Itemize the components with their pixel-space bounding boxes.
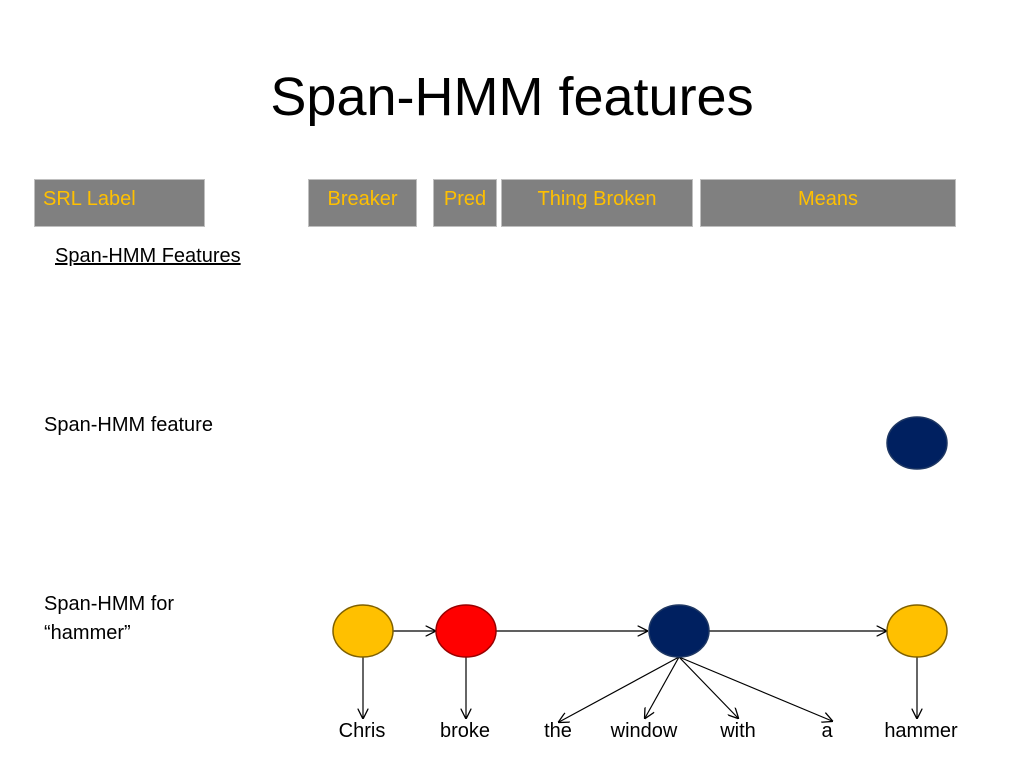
span-hmm-features-link[interactable]: Span-HMM Features [55,245,241,267]
role-box-pred: Pred [433,179,497,227]
edge-emit-with [678,656,738,718]
word-chris: Chris [339,720,386,742]
role-means: Means [797,188,859,210]
node-thing-broken [648,604,710,658]
srl-label-box: SRL Label [34,179,205,227]
role-box-means: Means [700,179,956,227]
hmm-label-line2: “hammer” [44,622,131,644]
edge-emit-the [559,656,680,722]
srl-label-text: SRL Label [43,188,136,210]
hmm-label-line1: Span-HMM for [44,593,175,615]
edge-emit-a [678,656,832,721]
slide-title: Span-HMM features [270,67,754,127]
word-a: a [821,720,833,742]
edge-emit-window [645,656,680,718]
node-means [886,604,948,658]
role-pred: Pred [443,188,487,210]
word-window: window [610,720,678,742]
role-breaker: Breaker [327,188,398,210]
word-the: the [544,720,572,742]
span-hmm-feature-label: Span-HMM feature [44,414,213,436]
role-box-thing-broken: Thing Broken [501,179,693,227]
node-pred [435,604,497,658]
word-with: with [719,720,756,742]
word-broke: broke [440,720,490,742]
role-box-breaker: Breaker [308,179,417,227]
node-breaker [332,604,394,658]
role-thing-broken: Thing Broken [537,188,657,210]
word-hammer: hammer [884,720,958,742]
span-hmm-hammer-label: Span-HMM for “hammer” [44,590,174,648]
feature-node [886,416,948,470]
